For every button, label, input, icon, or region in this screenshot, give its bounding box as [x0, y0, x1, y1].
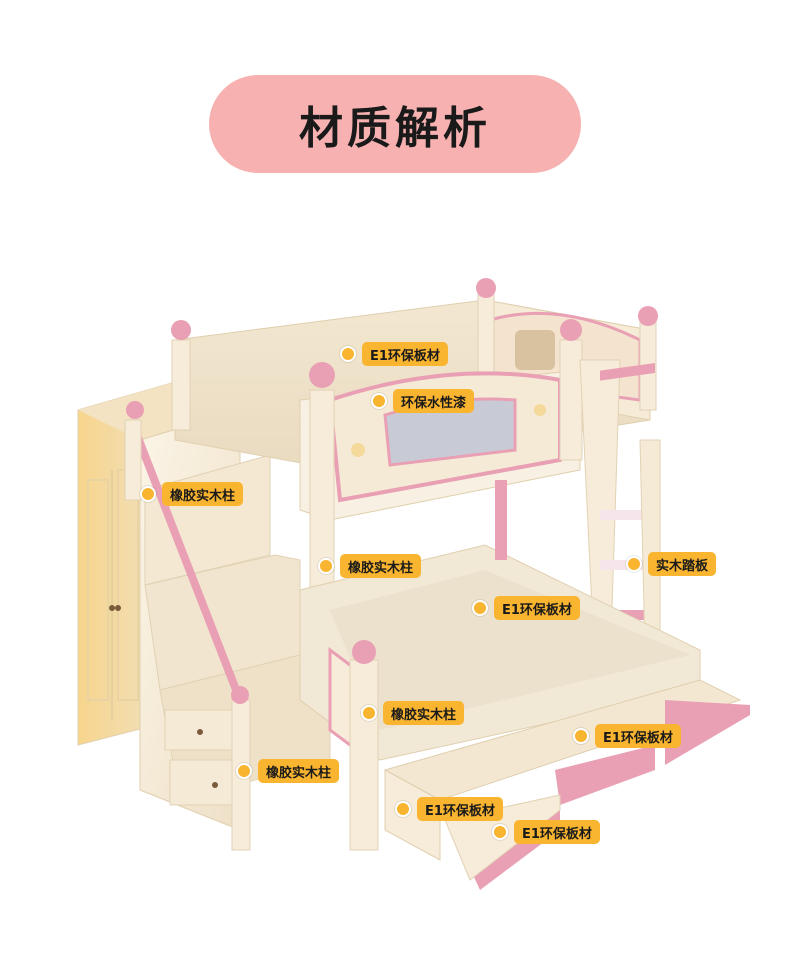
title-banner: 材质解析: [209, 75, 581, 173]
callout-label: E1环保板材: [362, 342, 448, 366]
marker-dot: [395, 801, 411, 817]
lower-bunk: [299, 480, 701, 851]
callout-e1-board-drawer-right: E1环保板材: [573, 724, 681, 748]
marker-dot: [140, 486, 156, 502]
marker-dot: [340, 346, 356, 362]
callout-label: E1环保板材: [417, 797, 503, 821]
callout-label: 环保水性漆: [393, 389, 475, 413]
callout-solid-wood-step: 实木踏板: [626, 552, 717, 576]
callout-label: 橡胶实木柱: [258, 759, 340, 783]
callout-rubberwood-post-cabinet: 橡胶实木柱: [236, 759, 340, 783]
marker-dot: [492, 824, 508, 840]
marker-dot: [626, 556, 642, 572]
marker-dot: [573, 728, 589, 744]
callout-label: 橡胶实木柱: [340, 554, 422, 578]
callout-rubberwood-post-lower: 橡胶实木柱: [361, 701, 465, 725]
callout-label: E1环保板材: [595, 724, 681, 748]
callout-rubberwood-post-middle: 橡胶实木柱: [318, 554, 422, 578]
marker-dot: [371, 393, 387, 409]
callout-e1-board-top: E1环保板材: [340, 342, 448, 366]
callout-label: 橡胶实木柱: [162, 482, 244, 506]
callout-label: E1环保板材: [494, 596, 580, 620]
marker-dot: [472, 600, 488, 616]
callout-label: 实木踏板: [648, 552, 717, 576]
page-title: 材质解析: [299, 103, 491, 154]
callout-rubberwood-post-stair: 橡胶实木柱: [140, 482, 244, 506]
callout-label: 橡胶实木柱: [383, 701, 465, 725]
callout-e1-board-lower: E1环保板材: [472, 596, 580, 620]
marker-dot: [361, 705, 377, 721]
marker-dot: [236, 763, 252, 779]
callout-e1-board-trundle: E1环保板材: [395, 797, 503, 821]
callout-e1-board-drawer-left: E1环保板材: [492, 820, 600, 844]
callout-label: E1环保板材: [514, 820, 600, 844]
marker-dot: [318, 558, 334, 574]
callout-water-based-paint: 环保水性漆: [371, 389, 475, 413]
